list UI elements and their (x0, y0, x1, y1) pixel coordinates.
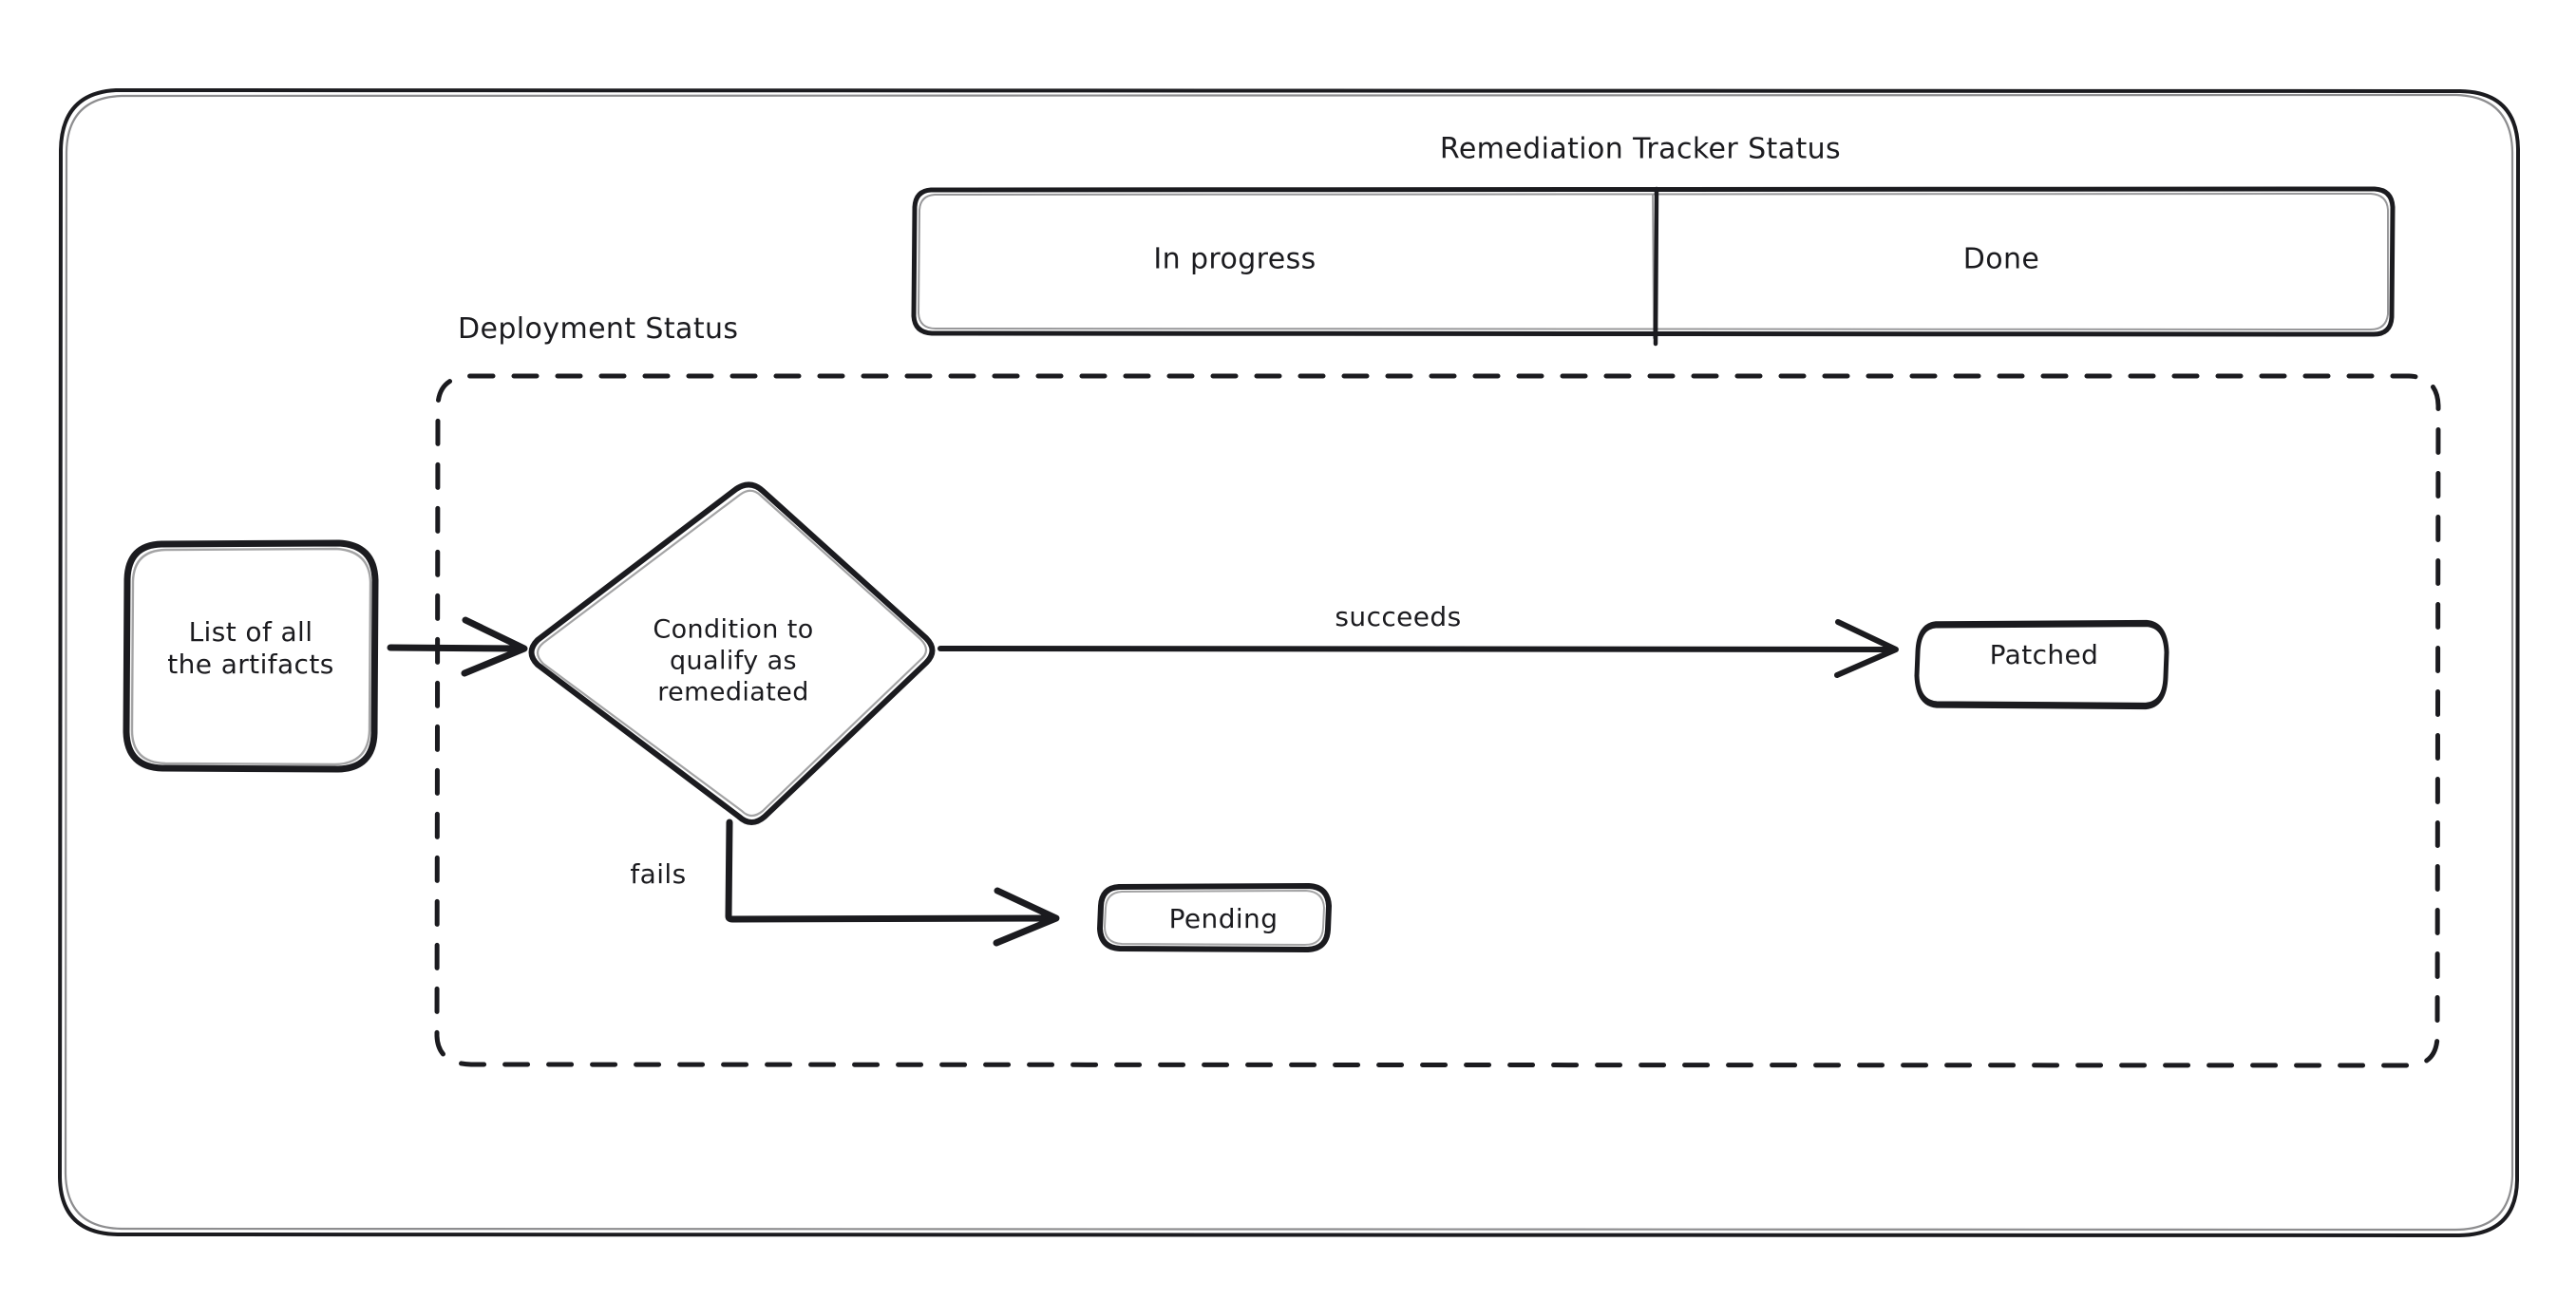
node-patched-label: Patched (1989, 638, 2099, 670)
edge-artifacts-to-condition (387, 616, 528, 677)
node-patched[interactable] (1914, 619, 2169, 710)
edge-label-succeeds: succeeds (1335, 600, 1462, 632)
tracker-cell-done[interactable]: Done (1962, 242, 2040, 276)
deployment-status-boundary (434, 373, 2441, 1068)
tracker-cell-in-progress[interactable]: In progress (1153, 242, 1316, 276)
remediation-tracker-title: Remediation Tracker Status (1439, 132, 1842, 166)
deployment-status-label: Deployment Status (458, 312, 739, 346)
node-artifacts[interactable] (123, 539, 379, 773)
edge-condition-to-pending (725, 819, 1060, 947)
node-condition[interactable] (528, 481, 936, 825)
remediation-tracker-bar (911, 186, 2396, 347)
node-pending-label: Pending (1168, 902, 1279, 934)
node-pending[interactable] (1097, 883, 1332, 952)
node-condition-label: Condition to qualify as remediated (653, 614, 814, 707)
edge-condition-to-patched (938, 619, 1899, 678)
node-artifacts-label: List of all the artifacts (167, 615, 334, 680)
edge-label-fails: fails (630, 857, 687, 890)
outer-container (58, 88, 2520, 1237)
